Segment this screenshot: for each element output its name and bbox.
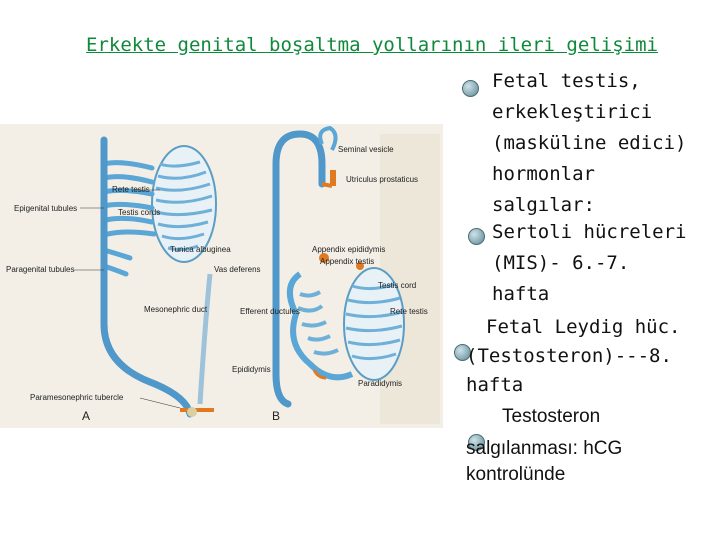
text-line: hormonlar xyxy=(492,163,595,185)
panel-b: Seminal vesicle Utriculus prostaticus Ap… xyxy=(232,125,428,423)
label-efferent-ductules: Efferent ductules xyxy=(240,307,300,316)
label-epigenital-tubules: Epigenital tubules xyxy=(14,204,77,213)
label-appendix-epididymis: Appendix epididymis xyxy=(312,245,385,254)
bullet-icon xyxy=(454,344,471,361)
label-seminal-vesicle: Seminal vesicle xyxy=(338,145,394,154)
label-testis-cords: Testis cords xyxy=(118,208,160,217)
text-line: hafta xyxy=(466,374,524,396)
label-rete-testis-b: Rete testis xyxy=(390,307,428,316)
diagram-svg: Rete testis Epigenital tubules Testis co… xyxy=(0,124,443,428)
text-line: Sertoli hücreleri xyxy=(492,221,687,243)
label-vas-deferens: Vas deferens xyxy=(214,265,261,274)
text-line: Fetal Leydig hüc. xyxy=(486,316,681,338)
label-paradidymis: Paradidymis xyxy=(358,379,402,388)
label-tunica-albuginea: Tunica albuginea xyxy=(170,245,231,254)
genital-duct-diagram: Rete testis Epigenital tubules Testis co… xyxy=(0,124,443,428)
label-epididymis: Epididymis xyxy=(232,365,271,374)
text-line: kontrolünde xyxy=(466,464,566,485)
slide-title: Erkekte genital boşaltma yollarının iler… xyxy=(86,34,658,56)
text-line: salgılar: xyxy=(492,194,595,216)
text-span: CG xyxy=(593,438,623,459)
text-span: salgılanması: h xyxy=(466,438,594,459)
label-mesonephric-duct: Mesonephric duct xyxy=(144,305,208,314)
panel-letter-a: A xyxy=(82,409,90,423)
bullet-icon xyxy=(462,80,479,97)
panel-letter-b: B xyxy=(272,409,280,423)
text-line: (MIS)- 6.-7. xyxy=(492,252,630,274)
panel-a: Rete testis Epigenital tubules Testis co… xyxy=(6,136,261,423)
label-testis-cord: Testis cord xyxy=(378,281,416,290)
text-line: (Testosteron)---8. xyxy=(466,345,672,367)
label-paramesonephric-tubercle: Paramesonephric tubercle xyxy=(30,393,124,402)
text-line: Testosteron xyxy=(502,406,601,427)
label-utriculus-prostaticus: Utriculus prostaticus xyxy=(346,175,418,184)
label-rete-testis-a: Rete testis xyxy=(112,185,150,194)
bullet-icon xyxy=(468,434,485,451)
label-paragenital-tubules: Paragenital tubules xyxy=(6,265,75,274)
text-line: Fetal testis, xyxy=(492,70,641,92)
text-line: (masküline edici) xyxy=(492,132,687,154)
text-line: hafta xyxy=(492,283,550,305)
text-line: salgılanması: hCG xyxy=(466,437,622,460)
text-line: erkekleştirici xyxy=(492,101,653,123)
label-appendix-testis: Appendix testis xyxy=(320,257,374,266)
bullet-icon xyxy=(468,228,485,245)
